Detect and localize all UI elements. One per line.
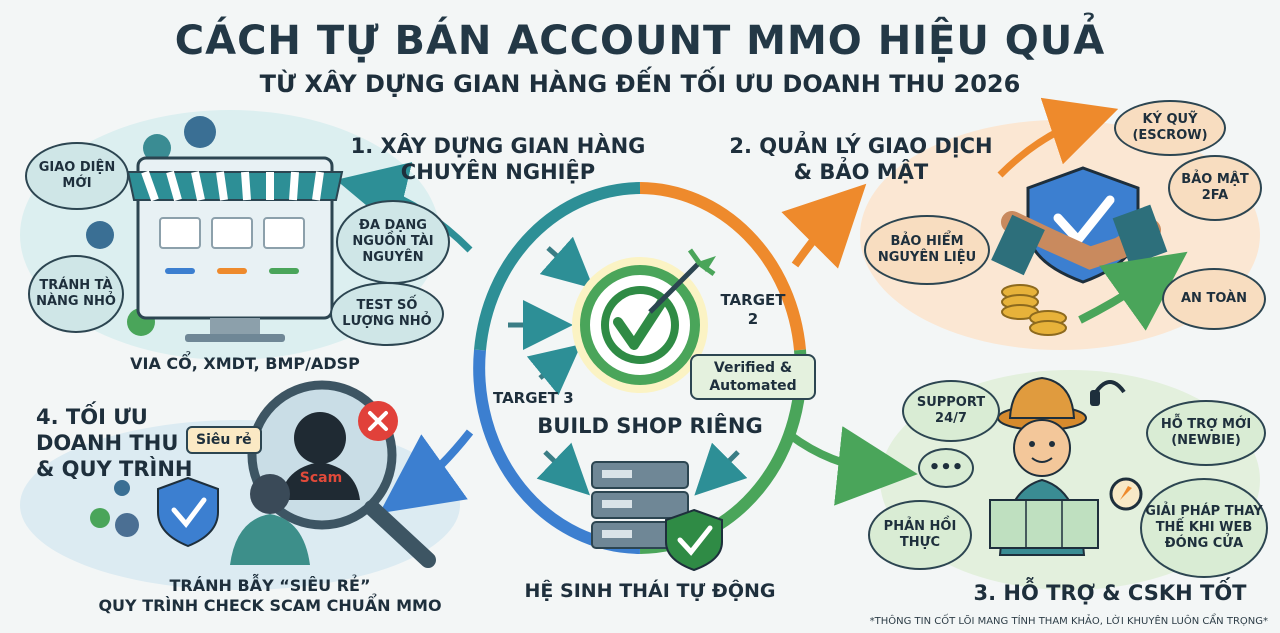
bubble-safe: AN TOÀN bbox=[1162, 268, 1266, 330]
server-icon bbox=[591, 461, 723, 572]
cheap-price-tag: Siêu rẻ bbox=[186, 426, 262, 454]
section1-caption: VIA CỔ, XMDT, BMP/ADSP bbox=[130, 354, 360, 373]
arrow-in-4 bbox=[536, 442, 591, 496]
arrow-in-3 bbox=[526, 344, 582, 396]
section1-title: 1. XÂY DỰNG GIAN HÀNG CHUYÊN NGHIỆP bbox=[338, 133, 658, 185]
arrow-in-5 bbox=[694, 442, 748, 496]
bubble-feedback: PHẢN HỒI THỰC bbox=[868, 500, 972, 570]
build-shop-label: BUILD SHOP RIÊNG bbox=[537, 414, 763, 438]
support-agent-icon bbox=[989, 376, 1143, 556]
section4-title-line3: & QUY TRÌNH bbox=[36, 457, 193, 481]
section2-title-line1: 2. QUẢN LÝ GIAO DỊCH bbox=[729, 134, 993, 158]
bubble-newbie: HỖ TRỢ MỚI (NEWBIE) bbox=[1146, 400, 1266, 466]
ring-segment-orange bbox=[639, 182, 806, 351]
bubble-escrow: KÝ QUỸ (ESCROW) bbox=[1114, 100, 1226, 156]
section3-title: 3. HỖ TRỢ & CSKH TỐT bbox=[973, 581, 1247, 605]
handshake-shield-icon bbox=[991, 97, 1188, 336]
section1-title-line2: CHUYÊN NGHIỆP bbox=[400, 160, 596, 184]
page-title: CÁCH TỰ BÁN ACCOUNT MMO HIỆU QUẢ bbox=[174, 18, 1106, 64]
bubble-diverse-sources: ĐA DẠNG NGUỒN TÀI NGUYÊN bbox=[336, 200, 450, 284]
arrow-to-section2 bbox=[781, 183, 867, 269]
section2-title: 2. QUẢN LÝ GIAO DỊCH & BẢO MẬT bbox=[706, 133, 1016, 185]
chat-dots-icon: ••• bbox=[918, 448, 974, 488]
scam-label: Scam bbox=[299, 470, 343, 486]
section4-title-line2: DOANH THU bbox=[36, 431, 179, 455]
section2-title-line2: & BẢO MẬT bbox=[793, 160, 929, 184]
bubble-2fa: BẢO MẬT 2FA bbox=[1168, 155, 1262, 221]
section1-title-line1: 1. XÂY DỰNG GIAN HÀNG bbox=[350, 134, 646, 158]
target3-label: TARGET 3 bbox=[493, 389, 574, 407]
bubble-test-small: TEST SỐ LƯỢNG NHỎ bbox=[330, 282, 444, 346]
section4-title-line1: 4. TỐI ƯU bbox=[36, 405, 148, 429]
bubble-new-ui: GIAO DIỆN MỚI bbox=[25, 142, 129, 210]
storefront-monitor-icon bbox=[86, 116, 344, 342]
section4-title: 4. TỐI ƯU DOANH THU & QUY TRÌNH bbox=[36, 404, 236, 482]
arrow-in-1 bbox=[539, 236, 594, 289]
bubble-alt-solution: GIẢI PHÁP THAY THẾ KHI WEB ĐÓNG CỬA bbox=[1140, 478, 1268, 578]
target-icon bbox=[572, 248, 716, 393]
section4-caption-line2: QUY TRÌNH CHECK SCAM CHUẨN MMO bbox=[98, 596, 442, 615]
ecosystem-label: HỆ SINH THÁI TỰ ĐỘNG bbox=[524, 580, 776, 602]
section4-caption: TRÁNH BẪY “SIÊU RẺ” QUY TRÌNH CHECK SCAM… bbox=[50, 576, 490, 616]
footer-note: *THÔNG TIN CỐT LÕI MANG TÍNH THAM KHẢO, … bbox=[869, 616, 1268, 627]
arrow-to-section3 bbox=[787, 426, 918, 506]
bubble-support: SUPPORT 24/7 bbox=[902, 380, 1000, 442]
bubble-insurance: BẢO HIỂM NGUYÊN LIỆU bbox=[864, 215, 990, 285]
target2-label: TARGET 2 bbox=[720, 291, 786, 328]
section4-caption-line1: TRÁNH BẪY “SIÊU RẺ” bbox=[169, 576, 371, 595]
magnifier-scam-icon bbox=[90, 380, 436, 568]
page-subtitle: TỪ XÂY DỰNG GIAN HÀNG ĐẾN TỐI ƯU DOANH T… bbox=[259, 70, 1021, 98]
verified-badge: Verified & Automated bbox=[690, 354, 816, 400]
arrow-to-section4 bbox=[379, 429, 474, 514]
bubble-avoid: TRÁNH TÀ NÀNG NHỎ bbox=[28, 255, 124, 333]
ring-segment-teal bbox=[474, 182, 641, 351]
